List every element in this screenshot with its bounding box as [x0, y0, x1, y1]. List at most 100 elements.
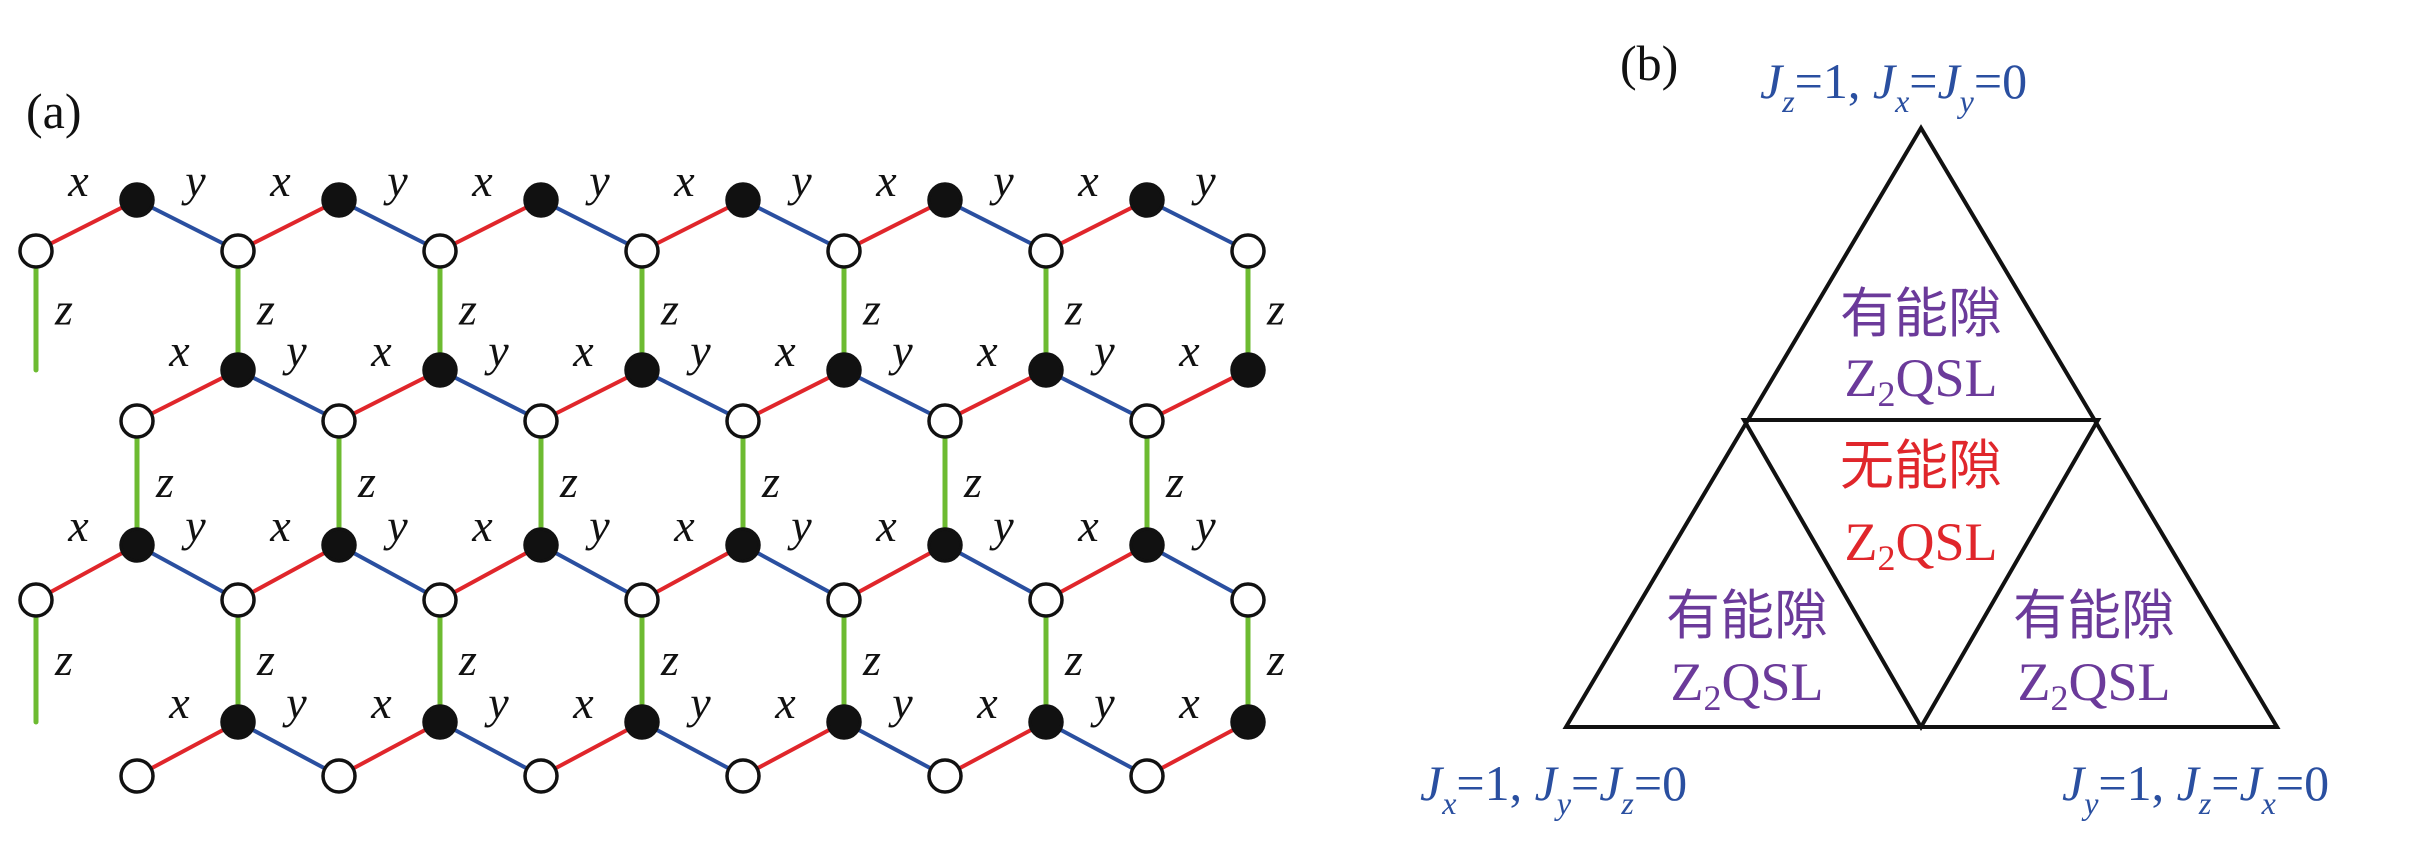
- z-bond-label: z: [559, 456, 578, 507]
- lattice-site-open: [220, 233, 256, 269]
- x-bond-label: x: [976, 677, 998, 728]
- z-bond-label: z: [256, 284, 275, 335]
- lattice-site-filled: [321, 182, 357, 218]
- z-bond-label: z: [1064, 284, 1083, 335]
- lattice-site-filled: [523, 182, 559, 218]
- y-bond-label: y: [484, 325, 509, 376]
- x-bond: [438, 543, 543, 602]
- x-bond: [438, 198, 543, 253]
- lattice-site-open: [119, 403, 155, 439]
- y-bond: [135, 543, 240, 602]
- z-bond-label: z: [1266, 284, 1285, 335]
- lattice-site-filled: [422, 704, 458, 740]
- x-bond-label: x: [168, 325, 190, 376]
- y-bond: [741, 543, 846, 602]
- x-bond-label: x: [1077, 500, 1099, 551]
- lattice-site-filled: [1028, 352, 1064, 388]
- x-bond: [741, 720, 846, 778]
- region-left-phase: 有能隙: [1666, 584, 1828, 647]
- lattice-site-open: [321, 758, 357, 794]
- lattice-site-open: [1028, 233, 1064, 269]
- region-top-qsl: Z2QSL: [1844, 348, 1997, 414]
- lattice-site-open: [1230, 233, 1266, 269]
- y-bond: [438, 720, 543, 778]
- lattice-site-filled: [725, 527, 761, 563]
- lattice-site-filled: [523, 527, 559, 563]
- y-bond: [438, 368, 543, 423]
- z-bond-label: z: [357, 456, 376, 507]
- x-bond-label: x: [673, 500, 695, 551]
- inner-triangle: [1740, 418, 2102, 732]
- y-bond: [337, 198, 442, 253]
- z-bond-label: z: [54, 634, 73, 685]
- panel-b-label: (b): [1620, 35, 1678, 91]
- z-bond-label: z: [458, 284, 477, 335]
- y-bond: [1145, 198, 1250, 253]
- lattice-site-open: [1028, 582, 1064, 618]
- x-bond: [1145, 720, 1250, 778]
- y-bond: [539, 543, 644, 602]
- x-bond: [34, 543, 139, 602]
- y-bond: [640, 368, 745, 423]
- z-bond-label: z: [963, 456, 982, 507]
- x-bond: [1044, 543, 1149, 602]
- x-bond-label: x: [673, 155, 695, 206]
- x-bond: [943, 368, 1048, 423]
- y-bond-label: y: [1191, 500, 1216, 551]
- x-bond: [337, 720, 442, 778]
- x-bond: [741, 368, 846, 423]
- z-bond-label: z: [1165, 456, 1184, 507]
- lattice-site-filled: [1230, 352, 1266, 388]
- x-bond: [640, 543, 745, 602]
- x-bond-label: x: [1077, 155, 1099, 206]
- lattice-site-open: [927, 758, 963, 794]
- x-bond-label: x: [471, 500, 493, 551]
- z-bond-label: z: [862, 634, 881, 685]
- x-bond-label: x: [370, 677, 392, 728]
- lattice-site-open: [826, 582, 862, 618]
- y-bond-label: y: [585, 500, 610, 551]
- x-bond: [842, 198, 947, 253]
- lattice-site-filled: [725, 182, 761, 218]
- x-bond: [640, 198, 745, 253]
- lattice-site-filled: [119, 182, 155, 218]
- z-bond-label: z: [256, 634, 275, 685]
- honeycomb-bonds: [33, 198, 1251, 778]
- x-bond: [539, 368, 644, 423]
- lattice-site-open: [1129, 758, 1165, 794]
- x-bond: [842, 543, 947, 602]
- lattice-site-open: [826, 233, 862, 269]
- y-bond-label: y: [989, 500, 1014, 551]
- region-center: 无能隙 Z2QSL: [1840, 434, 2002, 578]
- y-bond-label: y: [888, 677, 913, 728]
- y-bond: [1044, 720, 1149, 778]
- region-right: 有能隙 Z2QSL: [2013, 584, 2175, 718]
- x-bond-label: x: [269, 155, 291, 206]
- x-bond-label: x: [1178, 677, 1200, 728]
- vertex-label-bottom-left: Jx=1, Jy=Jz=0: [1420, 755, 1687, 821]
- y-bond-label: y: [282, 325, 307, 376]
- y-bond-label: y: [686, 677, 711, 728]
- vertex-label-top: Jz=1, Jx=Jy=0: [1760, 53, 2027, 119]
- y-bond: [842, 720, 947, 778]
- lattice-site-filled: [321, 527, 357, 563]
- lattice-site-filled: [1129, 182, 1165, 218]
- lattice-site-open: [1230, 582, 1266, 618]
- region-right-qsl: Z2QSL: [2017, 652, 2170, 718]
- z-bond-label: z: [660, 634, 679, 685]
- x-bond-label: x: [774, 677, 796, 728]
- lattice-site-open: [624, 582, 660, 618]
- lattice-site-open: [321, 403, 357, 439]
- x-bond-label: x: [269, 500, 291, 551]
- y-bond-label: y: [181, 500, 206, 551]
- x-bond: [135, 368, 240, 423]
- y-bond: [943, 543, 1048, 602]
- x-bond: [1044, 198, 1149, 253]
- x-bond-label: x: [1178, 325, 1200, 376]
- lattice-site-filled: [927, 527, 963, 563]
- z-bond-label: z: [1064, 634, 1083, 685]
- z-bond-label: z: [761, 456, 780, 507]
